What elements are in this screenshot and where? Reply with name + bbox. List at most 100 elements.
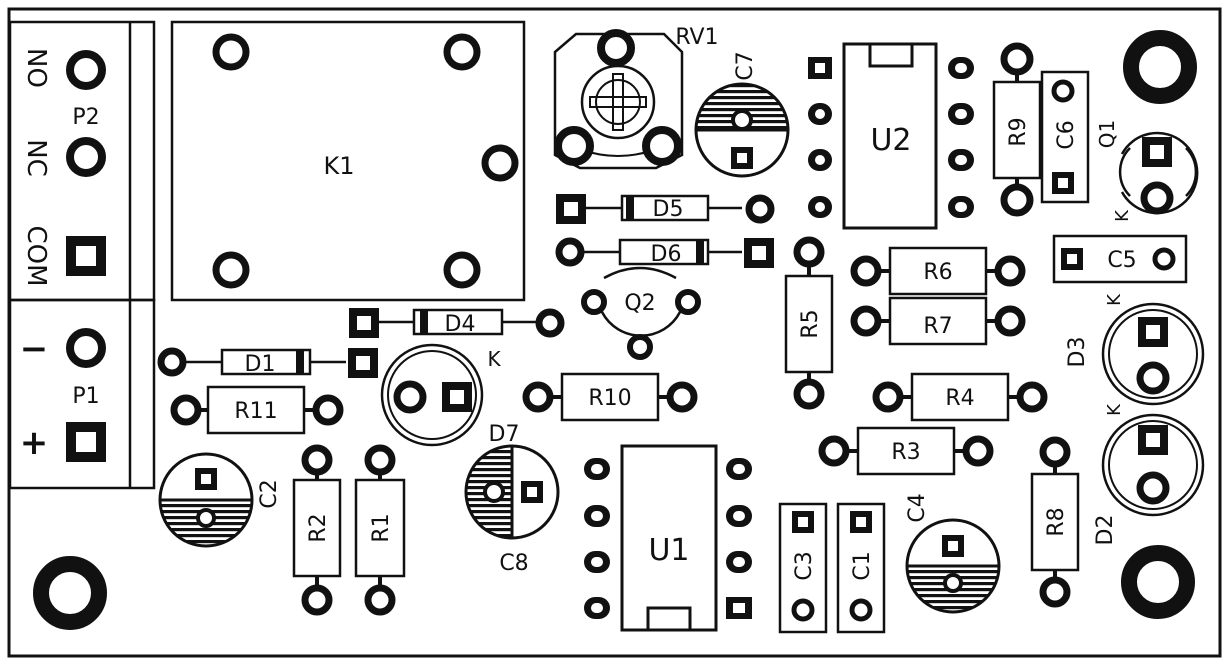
resistor-r7: R7 xyxy=(850,296,1026,346)
pad xyxy=(483,481,505,503)
transistor-q1: Q1 K xyxy=(1095,120,1199,222)
label-d3: D3 xyxy=(1065,337,1090,368)
pad xyxy=(1136,471,1170,505)
pad xyxy=(849,598,873,622)
resistor-r10: R10 xyxy=(522,372,698,422)
pad xyxy=(1140,181,1174,215)
potentiometer-rv1: RV1 xyxy=(553,25,719,170)
pad xyxy=(627,334,653,360)
pad xyxy=(312,394,344,426)
label-d2: D2 xyxy=(1093,515,1118,546)
label-q1-k: K xyxy=(1112,209,1133,222)
label-minus: − xyxy=(20,329,49,369)
pad xyxy=(481,144,519,182)
pad xyxy=(212,251,250,289)
label-p1: P1 xyxy=(72,384,99,409)
led-d3: D3 K xyxy=(1065,293,1205,406)
label-d1: D1 xyxy=(245,352,276,377)
pad xyxy=(1051,79,1075,103)
transistor-q2: Q2 xyxy=(581,266,701,360)
label-d6: D6 xyxy=(651,242,682,267)
relay-k1: K1 xyxy=(170,20,526,302)
pad xyxy=(170,394,202,426)
terminal-block-p1: − P1 + xyxy=(8,298,156,490)
resistor-r5: R5 xyxy=(784,236,834,410)
label-q2: Q2 xyxy=(624,291,655,316)
label-c3: C3 xyxy=(792,551,817,580)
pad xyxy=(943,573,963,593)
pad xyxy=(364,584,396,616)
label-com: COM xyxy=(21,225,51,286)
pad xyxy=(393,380,427,414)
pad xyxy=(793,236,825,268)
capacitor-c8: C8 xyxy=(464,444,560,576)
resistor-r11: R11 xyxy=(170,385,344,435)
pad xyxy=(443,33,481,71)
pad xyxy=(731,109,753,131)
pad xyxy=(1039,436,1071,468)
pad xyxy=(522,381,554,413)
pad xyxy=(364,444,396,476)
label-r5: R5 xyxy=(798,309,823,338)
label-k-d7: K xyxy=(487,347,501,371)
pad xyxy=(1039,576,1071,608)
resistor-r9: R9 xyxy=(992,42,1042,217)
capacitor-c3: C3 xyxy=(778,502,828,634)
label-c8: C8 xyxy=(499,551,528,576)
label-r3: R3 xyxy=(891,440,920,465)
label-no: NO xyxy=(21,48,51,88)
pad xyxy=(157,347,187,377)
capacitor-c1: C1 xyxy=(836,502,886,634)
resistor-r1: R1 xyxy=(354,444,406,616)
capacitor-c6: C6 xyxy=(1040,70,1090,204)
label-r1: R1 xyxy=(369,513,394,542)
pad xyxy=(1000,183,1034,217)
label-d7: D7 xyxy=(489,422,520,447)
pad xyxy=(791,598,815,622)
pad xyxy=(793,378,825,410)
label-d4: D4 xyxy=(445,312,476,337)
pad xyxy=(301,584,333,616)
pad xyxy=(818,435,850,467)
pad xyxy=(994,305,1026,337)
pad xyxy=(850,255,882,287)
label-u2: U2 xyxy=(870,123,911,158)
pad xyxy=(994,255,1026,287)
label-rv1: RV1 xyxy=(675,25,718,50)
mounting-hole xyxy=(33,556,107,630)
pad xyxy=(1000,42,1034,76)
label-r6: R6 xyxy=(923,260,952,285)
label-k1: K1 xyxy=(323,152,354,180)
pad xyxy=(1152,247,1176,271)
pad xyxy=(581,289,607,315)
pad xyxy=(1016,381,1048,413)
label-c4: C4 xyxy=(905,493,930,522)
resistor-r6: R6 xyxy=(850,246,1026,296)
label-p2: P2 xyxy=(72,105,99,130)
pad xyxy=(962,435,994,467)
label-u1: U1 xyxy=(648,533,689,568)
label-r9: R9 xyxy=(1006,117,1031,146)
capacitor-c4: C4 xyxy=(905,493,1001,614)
resistor-r2: R2 xyxy=(292,444,342,616)
pad xyxy=(443,251,481,289)
pad xyxy=(850,305,882,337)
resistor-r3: R3 xyxy=(818,426,994,476)
label-c7: C7 xyxy=(733,51,758,80)
pad xyxy=(666,381,698,413)
label-c1: C1 xyxy=(850,551,875,580)
label-plus: + xyxy=(20,423,49,463)
ic-u2: U2 xyxy=(808,42,974,230)
label-r10: R10 xyxy=(588,386,631,411)
led-d7: K D7 xyxy=(380,343,520,447)
pad xyxy=(535,308,565,338)
terminal-block-p2: NO P2 NC COM xyxy=(8,20,156,302)
pad xyxy=(597,29,635,67)
mounting-hole xyxy=(1121,545,1195,619)
label-d3-k: K xyxy=(1104,293,1125,306)
pad xyxy=(1136,361,1170,395)
label-nc: NC xyxy=(21,139,51,177)
pad xyxy=(301,444,333,476)
label-c6: C6 xyxy=(1054,120,1079,149)
label-r7: R7 xyxy=(923,314,952,339)
